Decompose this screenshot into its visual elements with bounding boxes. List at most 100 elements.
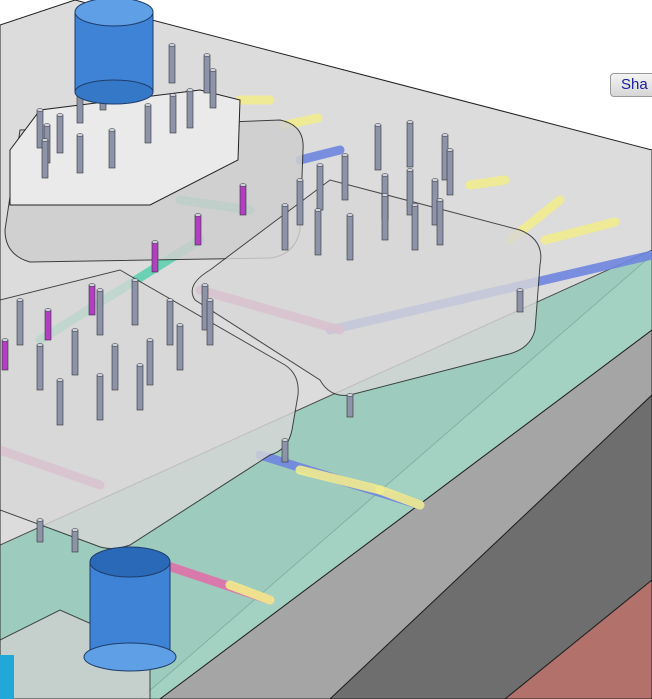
- pin-head: [296, 178, 304, 182]
- ejector-pin: [314, 209, 322, 256]
- pin-head: [411, 203, 419, 207]
- bottom-left-plate: [0, 609, 151, 699]
- ejector-pin: [446, 149, 454, 196]
- pin-head: [281, 203, 289, 207]
- ejector-pin: [96, 289, 104, 336]
- ejector-pin: [381, 194, 389, 241]
- ejector-pin: [203, 54, 211, 94]
- pin-head: [406, 168, 414, 172]
- upper-core-block: [9, 89, 241, 206]
- pin-head: [381, 173, 389, 177]
- ejector-pin: [108, 129, 116, 169]
- pin-head: [41, 138, 49, 142]
- ejector-pin: [281, 204, 289, 251]
- cooling-pipe: [375, 485, 425, 510]
- pin-head: [36, 343, 44, 347]
- pin-head: [151, 240, 159, 244]
- pin-head: [314, 208, 322, 212]
- pin-head: [169, 93, 177, 97]
- ejector-pin: [168, 44, 176, 84]
- pin-head: [108, 128, 116, 132]
- ejector-pin: [281, 439, 289, 463]
- ejector-pin: [56, 114, 64, 154]
- pin-head: [516, 288, 524, 292]
- ejector-pin: [296, 179, 304, 226]
- ejector-pin: [36, 519, 44, 543]
- pin-head: [316, 163, 324, 167]
- ejector-pin: [44, 309, 52, 341]
- right-cavity-plate: [191, 179, 542, 396]
- pin-head: [346, 213, 354, 217]
- ejector-pin: [71, 329, 79, 376]
- pin-head: [146, 338, 154, 342]
- sprue-cylinders: [74, 0, 177, 672]
- ejector-pin: [41, 139, 49, 179]
- pin-head: [111, 343, 119, 347]
- ejector-pin: [516, 289, 524, 313]
- shade-button[interactable]: Sha: [610, 73, 652, 97]
- pin-head: [186, 88, 194, 92]
- ejector-pin: [16, 299, 24, 346]
- pin-head: [406, 120, 414, 124]
- pin-head: [346, 393, 354, 397]
- pin-head: [203, 53, 211, 57]
- ejector-pin: [136, 364, 144, 411]
- ejector-pin: [346, 394, 354, 418]
- pin-head: [36, 108, 44, 112]
- pin-head: [168, 43, 176, 47]
- ejector-pin: [71, 529, 79, 553]
- ejector-pin: [146, 339, 154, 386]
- pin-head: [96, 373, 104, 377]
- ejector-pin: [36, 344, 44, 391]
- pin-head: [96, 288, 104, 292]
- pin-head: [441, 133, 449, 137]
- pin-head: [71, 328, 79, 332]
- pin-head: [209, 68, 217, 72]
- pin-head: [16, 298, 24, 302]
- ejector-pin: [144, 104, 152, 144]
- plate-side-salmon: [504, 579, 652, 699]
- ejector-pin: [169, 94, 177, 134]
- pin-head: [56, 378, 64, 382]
- ejector-pin: [239, 184, 247, 216]
- ejector-pin: [176, 324, 184, 371]
- cooling-pipe: [465, 175, 510, 190]
- ejector-pin: [88, 284, 96, 316]
- ejector-pin: [316, 164, 324, 211]
- pin-head: [71, 528, 79, 532]
- pin-head: [144, 103, 152, 107]
- ejector-pin: [194, 214, 202, 246]
- ejector-pin: [76, 134, 84, 174]
- pin-head: [1, 338, 9, 342]
- pin-head: [431, 178, 439, 182]
- ejector-pin: [411, 204, 419, 251]
- pin-head: [131, 278, 139, 282]
- ejector-pin: [186, 89, 194, 129]
- cooling-pipe: [295, 145, 345, 165]
- cooling-pipe: [295, 465, 385, 495]
- pin-head: [194, 213, 202, 217]
- ejector-pin: [374, 124, 382, 171]
- pin-head: [36, 518, 44, 522]
- cyan-block: [0, 655, 14, 699]
- pin-head: [43, 123, 51, 127]
- pin-head: [136, 363, 144, 367]
- bottom-sprue-cylinder: [83, 546, 177, 672]
- ejector-pin: [131, 279, 139, 326]
- cooling-pipe: [225, 580, 275, 605]
- ejector-pin: [341, 154, 349, 201]
- ejector-pin: [1, 339, 9, 371]
- pin-head: [374, 123, 382, 127]
- pin-head: [88, 283, 96, 287]
- ejector-pin: [206, 299, 214, 346]
- pin-head: [281, 438, 289, 442]
- pin-head: [446, 148, 454, 152]
- ejector-pin: [166, 299, 174, 346]
- pin-head: [176, 323, 184, 327]
- pin-head: [56, 113, 64, 117]
- top-sprue-cylinder: [74, 0, 154, 105]
- ejector-pin: [209, 69, 217, 109]
- pin-head: [76, 133, 84, 137]
